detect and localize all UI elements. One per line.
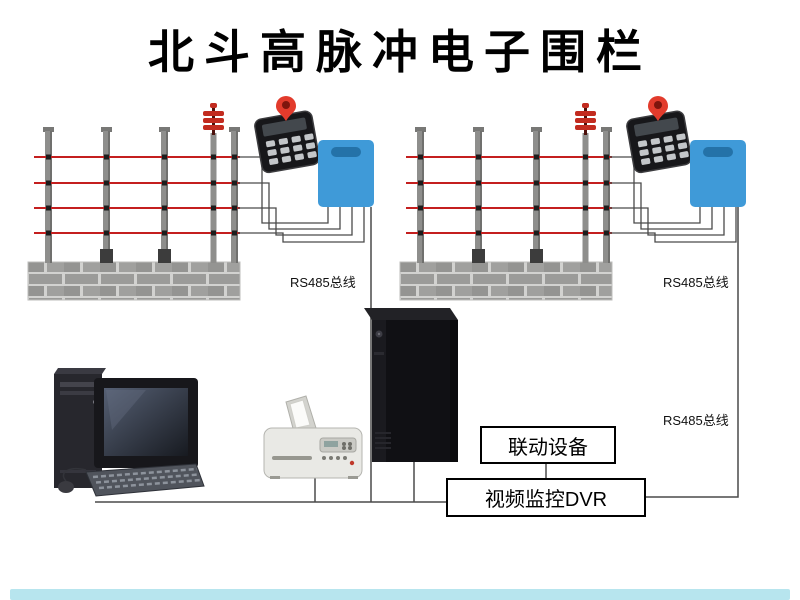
- computer-workstation: [54, 368, 205, 497]
- rs485-line-right: [642, 207, 739, 498]
- fax-machine: [263, 395, 363, 479]
- fence-section-right: [400, 96, 746, 300]
- fence-section-left: [28, 96, 374, 300]
- page-title: 北斗高脉冲电子围栏: [148, 26, 652, 78]
- mouse: [58, 468, 87, 493]
- linkage-device-box: 联动设备: [480, 426, 616, 464]
- dvr-box: 视频监控DVR: [446, 478, 646, 517]
- rs485-label-left: RS485总线: [290, 275, 356, 290]
- rs485-label-bottom: RS485总线: [663, 413, 729, 428]
- footer-bar: [10, 589, 790, 600]
- rs485-label-right: RS485总线: [663, 275, 729, 290]
- keyboard: [85, 463, 205, 497]
- crt-monitor: [94, 378, 198, 484]
- server-tower: [364, 308, 458, 462]
